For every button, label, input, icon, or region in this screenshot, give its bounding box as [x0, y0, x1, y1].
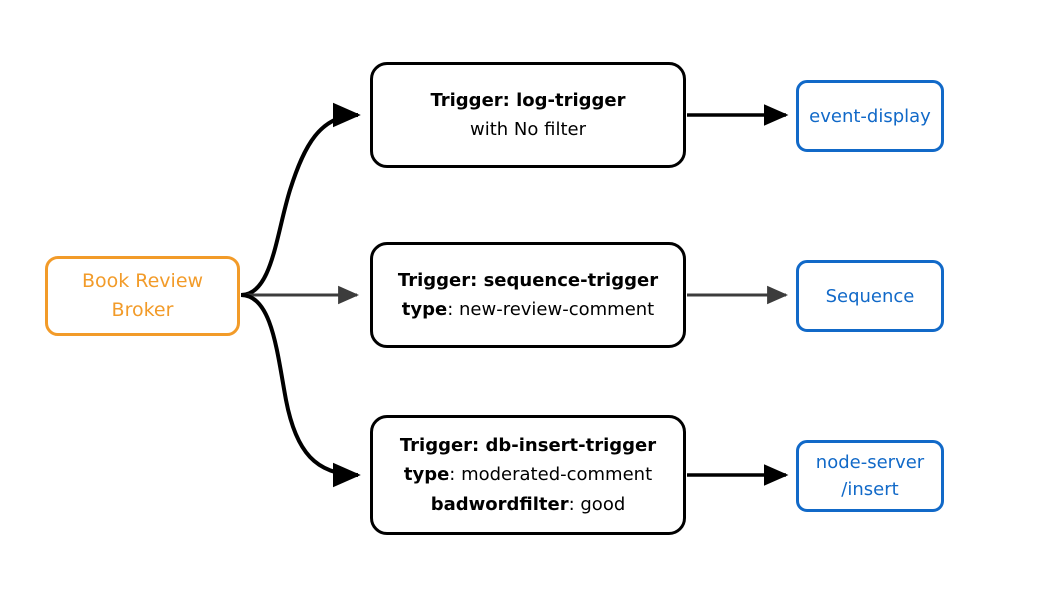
service-node-node-server[interactable]: node-server /insert [796, 440, 944, 512]
service-node-server-label-line1: node-server [815, 452, 925, 473]
service-event-display-label: event-display [809, 105, 931, 127]
service-node-sequence[interactable]: Sequence [796, 260, 944, 332]
trigger-node-db-insert-trigger[interactable]: Trigger: db-insert-trigger type: moderat… [370, 415, 686, 535]
trigger-sequence-trigger-line1: Trigger: sequence-trigger [397, 269, 659, 291]
service-sequence-label: Sequence [825, 285, 915, 307]
trigger-db-insert-trigger-line1: Trigger: db-insert-trigger [399, 435, 657, 457]
service-node-event-display[interactable]: event-display [796, 80, 944, 152]
trigger-log-trigger-line2: with No filter [470, 115, 586, 144]
trigger-sequence-trigger-line2-value: : new-review-comment [447, 299, 655, 320]
trigger-db-insert-trigger-line3: badwordfilter: good [431, 490, 626, 519]
broker-label-line2: Broker [111, 299, 174, 321]
trigger-node-sequence-trigger[interactable]: Trigger: sequence-trigger type: new-revi… [370, 242, 686, 348]
trigger-log-trigger-line2-value: with No filter [470, 119, 586, 140]
edge-broker-to-db-insert-trigger [240, 293, 361, 488]
trigger-log-trigger-line1: Trigger: log-trigger [430, 89, 626, 111]
broker-label-line1: Book Review [81, 270, 204, 293]
trigger-sequence-trigger-line2: type: new-review-comment [402, 295, 654, 324]
edge-broker-to-log-trigger [240, 102, 361, 297]
trigger-db-insert-trigger-line3-value: : good [568, 493, 626, 515]
service-node-server-label-line2: /insert [841, 479, 899, 500]
trigger-node-log-trigger[interactable]: Trigger: log-trigger with No filter [370, 62, 686, 168]
trigger-db-insert-trigger-line2-key: type [403, 464, 450, 486]
trigger-db-insert-trigger-line3-key: badwordfilter [430, 493, 569, 515]
trigger-db-insert-trigger-line2-value: : moderated-comment [449, 464, 653, 486]
trigger-db-insert-trigger-line2: type: moderated-comment [404, 460, 652, 489]
broker-node[interactable]: Book Review Broker [45, 256, 240, 336]
trigger-sequence-trigger-line2-key: type [401, 299, 448, 320]
